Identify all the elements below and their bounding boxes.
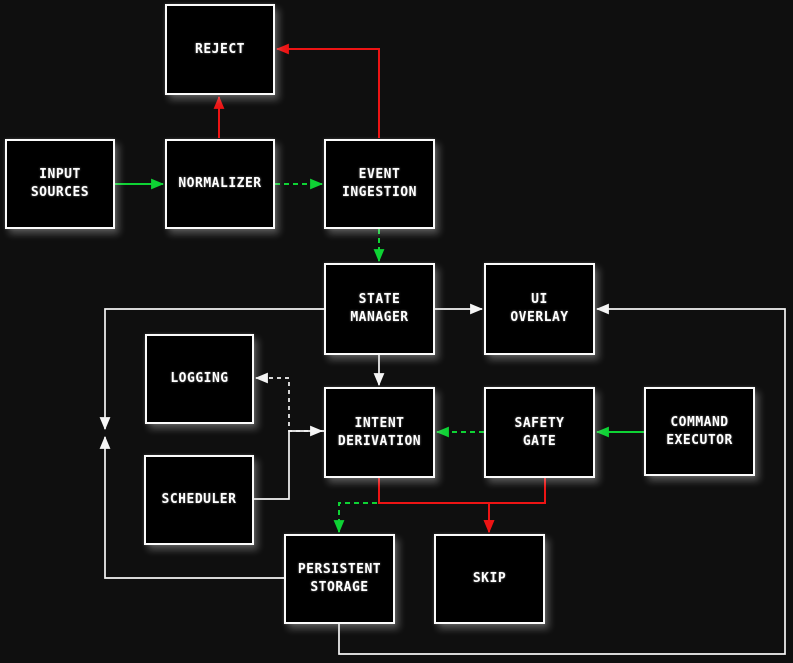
node-label-line: SCHEDULER [161, 492, 237, 507]
node-label-line: DERIVATION [337, 433, 422, 449]
node-label-line: COMMAND [670, 414, 729, 430]
node-label-line: UI [531, 292, 548, 307]
node-label-line: GATE [522, 433, 557, 449]
edge-intent-derivation-skip [378, 478, 495, 534]
node-label-line: LOGGING [170, 371, 229, 386]
node-label-line: PERSISTENT [297, 562, 382, 577]
node-label-line: EVENT [358, 167, 401, 182]
edge-safety-gate-skip [483, 478, 546, 534]
node-intent-derivation: INTENT DERIVATION [324, 387, 435, 478]
node-label-line: REJECT [195, 41, 245, 57]
node-label-line: INGESTION [342, 185, 417, 200]
node-label-line: SOURCES [30, 185, 90, 200]
node-state-manager: STATE MANAGER [324, 263, 435, 355]
edge-scheduler-intent-derivation [254, 425, 324, 500]
node-label-line: MANAGER [350, 310, 409, 325]
node-label-line: NORMALIZER [178, 176, 262, 191]
node-normalizer: NORMALIZER [165, 139, 275, 229]
node-label-line: INPUT [39, 167, 81, 182]
node-skip: SKIP [434, 534, 545, 624]
node-label-line: INTENT [354, 415, 405, 431]
node-reject: REJECT [165, 4, 275, 95]
node-label-line: OVERLAY [510, 310, 569, 325]
node-event-ingestion: EVENT INGESTION [324, 139, 435, 229]
edge-intent-derivation-persistent-storage [333, 478, 380, 534]
node-label-line: SAFETY [514, 415, 565, 431]
node-persistent-storage: PERSISTENT STORAGE [284, 534, 395, 624]
node-label-line: STATE [358, 292, 401, 307]
node-scheduler: SCHEDULER [144, 455, 254, 545]
node-ui-overlay: UI OVERLAY [484, 263, 595, 355]
node-logging: LOGGING [145, 334, 254, 424]
edge-state-manager-left-junction [99, 308, 324, 431]
node-safety-gate: SAFETY GATE [484, 387, 595, 478]
node-label-line: STORAGE [310, 580, 369, 595]
edge-event-ingestion-reject [275, 43, 380, 138]
edge-intent-derivation-logging [254, 372, 324, 432]
edge-persistent-storage-left-junction [99, 435, 284, 579]
node-label-line: EXECUTOR [666, 432, 733, 448]
node-input-sources: INPUT SOURCES [5, 139, 115, 229]
node-label-line: SKIP [472, 571, 507, 586]
edge-persistent-storage-ui-overlay [338, 303, 786, 655]
node-command-executor: COMMAND EXECUTOR [644, 387, 755, 476]
